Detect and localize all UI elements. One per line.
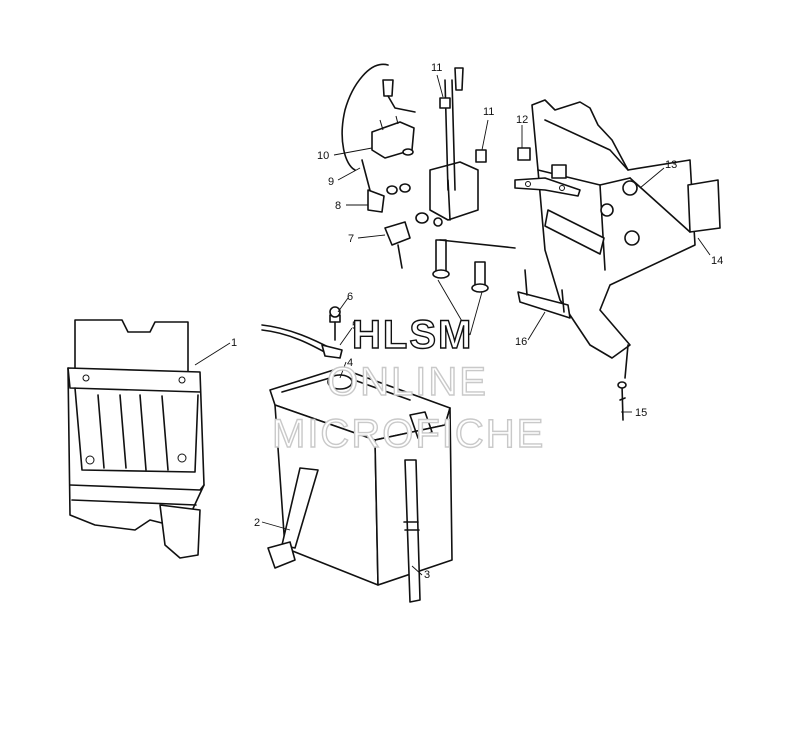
callout-11-lower: 11 <box>483 106 494 118</box>
callout-14: 14 <box>711 255 723 267</box>
callout-12: 12 <box>516 114 528 126</box>
callout-labels: 1 2 3 4 5 6 7 8 9 10 11 11 12 13 14 15 1… <box>231 62 723 581</box>
callout-8: 8 <box>335 200 341 212</box>
mounting-bracket <box>514 99 721 421</box>
watermark: HLSM ONLINE MICROFICHE <box>271 312 545 456</box>
solenoid-assembly <box>341 63 516 293</box>
callout-11-upper: 11 <box>431 62 442 74</box>
callout-1: 1 <box>231 337 237 349</box>
callout-16: 16 <box>515 336 527 348</box>
callout-6: 6 <box>347 291 353 303</box>
callout-4: 4 <box>347 357 353 369</box>
battery <box>261 306 453 603</box>
callout-2: 2 <box>254 517 260 529</box>
callout-15: 15 <box>635 407 647 419</box>
callout-5: 5 <box>352 320 358 332</box>
callout-3: 3 <box>424 569 430 581</box>
watermark-line-2: ONLINE <box>327 360 488 404</box>
callout-10: 10 <box>317 150 329 162</box>
watermark-line-1: HLSM <box>352 313 473 357</box>
watermark-line-3: MICROFICHE <box>272 412 545 456</box>
callout-9: 9 <box>328 176 334 188</box>
battery-box <box>67 319 205 559</box>
callout-13: 13 <box>665 159 677 171</box>
leader-lines <box>194 74 711 576</box>
callout-7: 7 <box>348 233 354 245</box>
